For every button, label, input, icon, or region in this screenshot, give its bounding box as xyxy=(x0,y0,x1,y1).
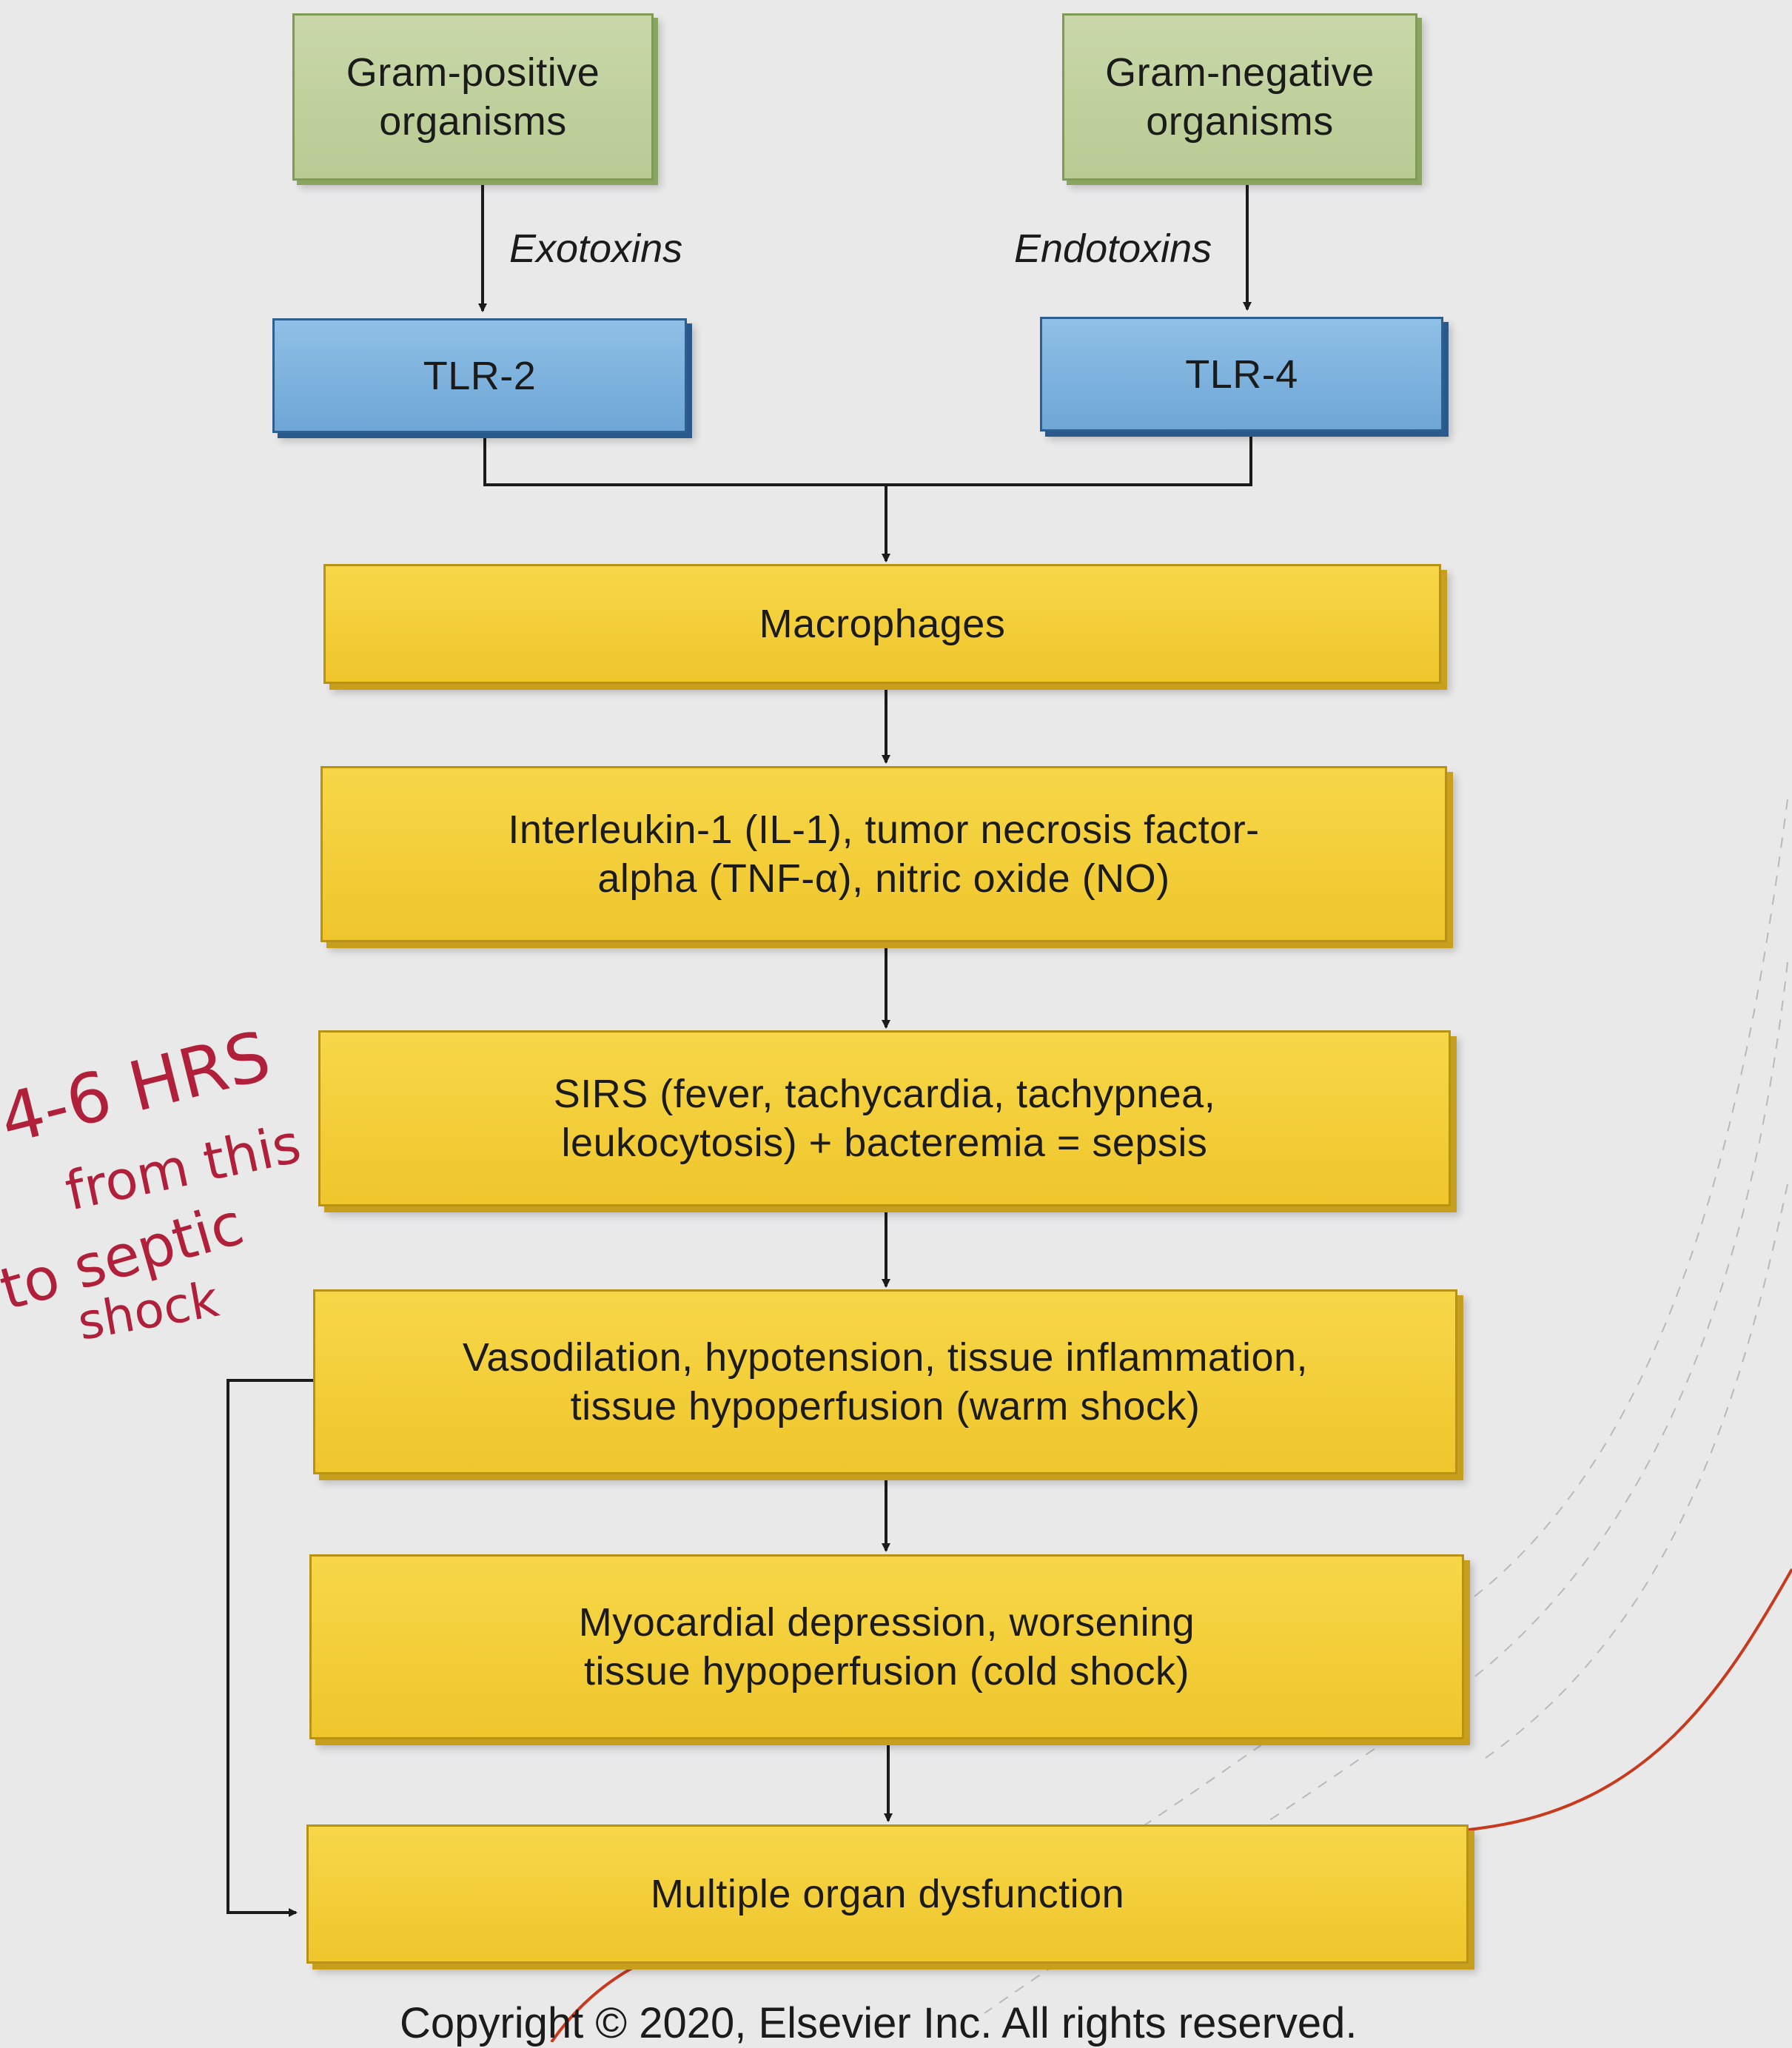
tlr4-box: TLR-4 xyxy=(1040,317,1443,432)
multiple-organ-dysfunction-box: Multiple organ dysfunction xyxy=(306,1824,1469,1964)
mod-label: Multiple organ dysfunction xyxy=(650,1872,1125,1916)
exotoxins-label: Exotoxins xyxy=(509,226,683,271)
cold-shock-box: Myocardial depression, worsening tissue … xyxy=(309,1554,1464,1739)
sirs-box: SIRS (fever, tachycardia, tachypnea, leu… xyxy=(318,1030,1451,1206)
bypass-arrow-warm-to-mod xyxy=(226,1379,313,1917)
endotoxins-label: Endotoxins xyxy=(1014,226,1212,271)
warm-shock-box: Vasodilation, hypotension, tissue inflam… xyxy=(313,1289,1457,1474)
macrophages-label: Macrophages xyxy=(759,602,1006,646)
macrophages-box: Macrophages xyxy=(323,564,1441,684)
cytokines-box: Interleukin-1 (IL-1), tumor necrosis fac… xyxy=(321,766,1447,942)
sirs-label: SIRS (fever, tachycardia, tachypnea, leu… xyxy=(553,1072,1216,1165)
cytokines-label: Interleukin-1 (IL-1), tumor necrosis fac… xyxy=(508,808,1260,901)
tlr2-label: TLR-2 xyxy=(423,353,537,398)
cold-shock-label: Myocardial depression, worsening tissue … xyxy=(578,1600,1195,1693)
gram-positive-box: Gram-positive organisms xyxy=(292,13,654,181)
gram-positive-label: Gram-positive organisms xyxy=(346,50,600,144)
tlr-merge-line xyxy=(483,435,1252,486)
tlr4-label: TLR-4 xyxy=(1185,352,1298,397)
copyright-text: Copyright © 2020, Elsevier Inc. All righ… xyxy=(400,1999,1358,2047)
tlr2-box: TLR-2 xyxy=(272,318,687,433)
warm-shock-label: Vasodilation, hypotension, tissue inflam… xyxy=(462,1335,1309,1428)
gram-negative-label: Gram-negative organisms xyxy=(1105,50,1375,144)
gram-negative-box: Gram-negative organisms xyxy=(1062,13,1417,181)
